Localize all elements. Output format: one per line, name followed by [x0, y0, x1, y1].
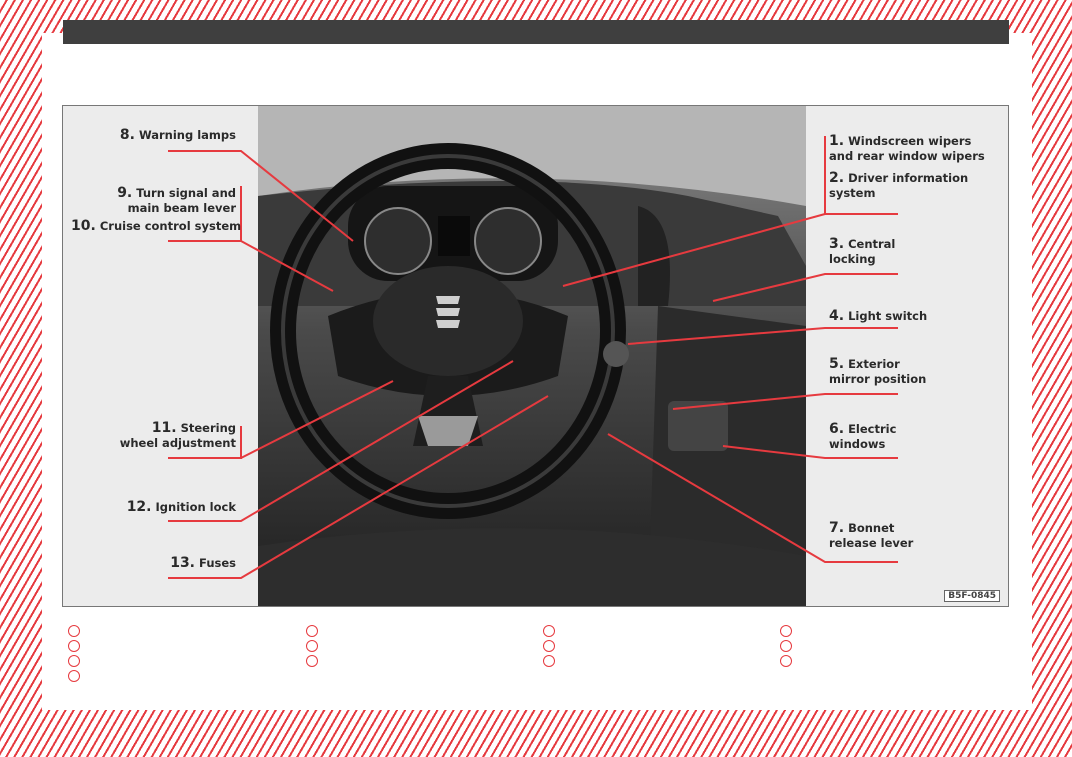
label-driver-info: 2. Driver information system — [829, 170, 969, 201]
label-mirror-position: 5. Exterior mirror position — [829, 356, 927, 387]
label-central-locking: 3. Central locking — [829, 236, 896, 267]
callout-line-8 — [168, 150, 354, 242]
callout-line-5 — [672, 393, 898, 410]
callout-line-13 — [168, 395, 549, 579]
circle-column-4 — [780, 625, 792, 670]
callout-lines — [168, 136, 898, 579]
callout-line-12 — [168, 360, 514, 522]
dashboard-photo — [258, 106, 806, 606]
callout-line-6 — [722, 445, 898, 459]
label-ignition-lock: 12. Ignition lock — [126, 499, 236, 515]
callout-line-3 — [712, 273, 898, 302]
label-turn-signal: 9. Turn signal and main beam lever — [117, 185, 236, 216]
header-bar — [63, 20, 1009, 44]
circle-marker — [68, 655, 80, 667]
label-electric-windows: 6. Electric windows — [829, 421, 897, 452]
callout-line-7 — [607, 433, 898, 563]
callout-line-11b — [240, 380, 394, 459]
label-cruise-control: 10. Cruise control system — [71, 218, 242, 234]
circle-marker — [543, 640, 555, 652]
figure-id: B5F-0845 — [944, 590, 1000, 602]
circle-column-3 — [543, 625, 555, 670]
circle-marker — [68, 625, 80, 637]
label-light-switch: 4. Light switch — [829, 308, 928, 324]
callout-line-4 — [627, 327, 898, 345]
circle-marker — [780, 640, 792, 652]
circle-marker — [543, 625, 555, 637]
dashboard-illustration — [258, 106, 806, 606]
circle-marker — [306, 655, 318, 667]
circle-marker — [780, 625, 792, 637]
circle-marker — [780, 655, 792, 667]
circle-marker — [68, 670, 80, 682]
circle-column-2 — [306, 625, 318, 670]
label-fuses: 13. Fuses — [170, 555, 236, 571]
circle-marker — [306, 625, 318, 637]
callout-line-2 — [562, 213, 826, 287]
callout-line-10 — [168, 240, 334, 292]
label-warning-lamps: 8. Warning lamps — [119, 127, 236, 143]
circle-marker — [68, 640, 80, 652]
label-bonnet-release: 7. Bonnet release lever — [829, 520, 914, 551]
dashboard-figure: 8. Warning lamps 9. Turn signal and main… — [62, 105, 1009, 607]
circle-marker — [306, 640, 318, 652]
circle-marker — [543, 655, 555, 667]
circle-column-1 — [68, 625, 80, 685]
label-steering-adjustment: 11. Steering wheel adjustment — [119, 420, 236, 451]
label-wipers: 1. Windscreen wipers and rear window wip… — [829, 133, 985, 164]
